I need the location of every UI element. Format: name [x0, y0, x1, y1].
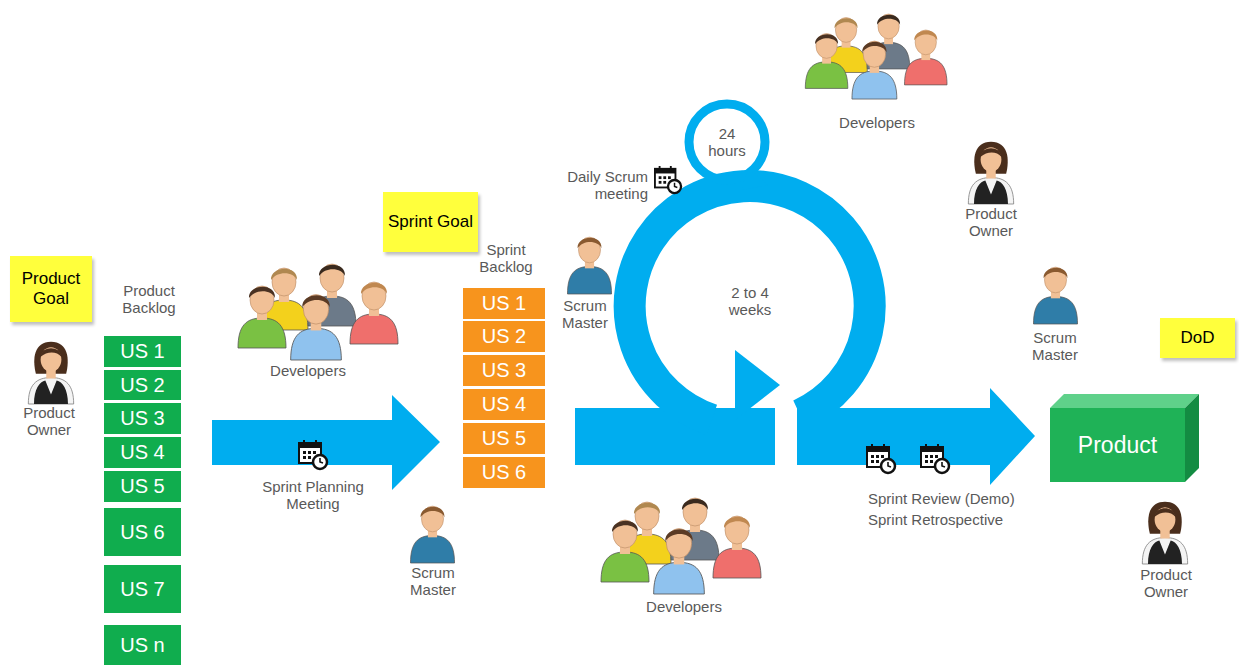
- scrum-master-icon: [1034, 267, 1078, 324]
- daily-loop: [689, 104, 765, 180]
- product-owner-icon: [1142, 502, 1187, 564]
- user-story: US 1: [104, 336, 181, 367]
- flow-arrow: [212, 395, 440, 490]
- sprint-loop: [630, 186, 870, 420]
- developers-icon: [805, 14, 947, 99]
- node-text: US 4: [120, 441, 164, 464]
- meeting-icon: [867, 444, 895, 473]
- flow-arrow: [797, 388, 1035, 485]
- caption-label: Scrum Master: [1020, 329, 1090, 363]
- caption-label: Product Owner: [14, 404, 84, 438]
- node-text: US 5: [482, 427, 526, 450]
- node-text: US 6: [120, 521, 164, 544]
- meeting-icon: [921, 444, 949, 473]
- node-text: Sprint Goal: [388, 212, 473, 232]
- loop-head: [735, 350, 780, 420]
- caption-label: Developers: [634, 598, 734, 615]
- caption-label: 2 to 4 weeks: [712, 284, 788, 318]
- node-text: US 5: [120, 475, 164, 498]
- sprint-story: US 6: [463, 457, 545, 488]
- sticky-note: Product Goal: [10, 256, 92, 322]
- sticky-note: DoD: [1160, 318, 1235, 358]
- node-text: US 7: [120, 578, 164, 601]
- caption-label: Scrum Master: [550, 297, 620, 331]
- user-story: US 2: [104, 370, 181, 400]
- node-text: US 3: [120, 407, 164, 430]
- node-text: US 1: [120, 340, 164, 363]
- user-story: US n: [104, 625, 181, 665]
- node-text: US 4: [482, 393, 526, 416]
- scrum-master-icon: [568, 237, 612, 294]
- product-owner-icon: [968, 142, 1013, 204]
- meeting-icon: [655, 166, 681, 193]
- caption-label: Sprint Retrospective: [868, 511, 1003, 528]
- box-side: [1185, 394, 1199, 482]
- daily-head: [742, 168, 768, 190]
- node-text: Product Goal: [14, 269, 88, 308]
- node-text: US 1: [482, 292, 526, 315]
- user-story: US 5: [104, 471, 181, 502]
- developers-icon: [238, 264, 398, 360]
- caption-label: 24 hours: [702, 125, 752, 159]
- product-owner-icon: [28, 342, 73, 404]
- user-story: US 3: [104, 403, 181, 434]
- node-text: DoD: [1180, 328, 1214, 348]
- caption-label: Sprint Backlog: [470, 241, 542, 275]
- sprint-story: US 3: [463, 355, 545, 386]
- user-story: US 6: [104, 508, 181, 556]
- user-story: US 4: [104, 437, 181, 468]
- developers-icon: [601, 498, 761, 594]
- caption-label: Product Owner: [956, 205, 1026, 239]
- caption-label: Daily Scrum meeting: [530, 168, 648, 202]
- sprint-story: US 4: [463, 389, 545, 420]
- node-text: US 2: [482, 325, 526, 348]
- caption-label: Product Backlog: [110, 282, 188, 316]
- node-text: US 6: [482, 461, 526, 484]
- scrum-master-icon: [411, 506, 455, 563]
- node-text: US 3: [482, 359, 526, 382]
- caption-label: Product Owner: [1131, 566, 1201, 600]
- sprint-story: US 5: [463, 423, 545, 454]
- node-text: US 2: [120, 374, 164, 397]
- caption-label: Sprint Review (Demo): [868, 490, 1015, 507]
- caption-label: Developers: [827, 114, 927, 131]
- user-story: US 7: [104, 565, 181, 613]
- product-box: Product: [1050, 408, 1185, 482]
- sticky-note: Sprint Goal: [383, 192, 478, 252]
- node-text: Product: [1078, 432, 1157, 459]
- node-text: US n: [120, 634, 164, 657]
- box-top: [1050, 394, 1199, 408]
- caption-label: Developers: [258, 362, 358, 379]
- caption-label: Sprint Planning Meeting: [252, 478, 374, 512]
- sprint-story: US 1: [463, 288, 545, 319]
- sprint-story: US 2: [463, 321, 545, 352]
- caption-label: Scrum Master: [398, 564, 468, 598]
- meeting-icon: [299, 440, 327, 469]
